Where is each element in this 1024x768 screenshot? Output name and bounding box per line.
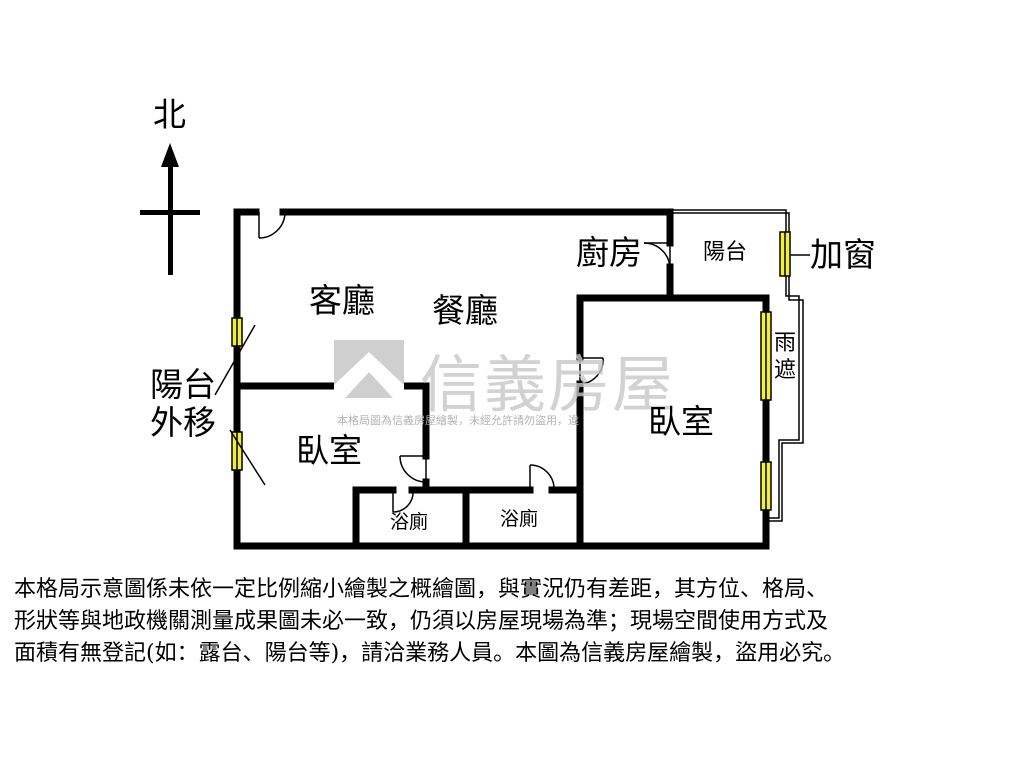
- door-bathroom-right-icon: [529, 464, 555, 491]
- disclaimer: 本格局示意圖係未依一定比例縮小繪製之概繪圖，與實況仍有差距，其方位、格局、 形狀…: [14, 574, 1014, 670]
- label-added-window: 加窗: [810, 235, 876, 274]
- door-bathroom-left-icon: [392, 489, 414, 513]
- door-kitchen-icon: [643, 242, 671, 270]
- door-icons: [258, 211, 671, 513]
- watermark-brand: 信義房屋: [420, 348, 677, 421]
- label-rain-shelter-1: 雨: [774, 331, 797, 356]
- disclaimer-line: 面積有無登記(如：露台、陽台等)，請洽業務人員。本圖為信義房屋繪製，盜用必究。: [14, 641, 846, 666]
- room-label-kitchen: 廚房: [576, 233, 642, 272]
- label-balcony-moved-2: 外移: [150, 403, 216, 442]
- room-label-bathroom-right: 浴廁: [500, 508, 539, 530]
- room-label-dining: 餐廳: [432, 291, 498, 330]
- windows: [231, 231, 791, 511]
- label-rain-shelter-2: 遮: [774, 358, 797, 383]
- room-label-bedroom-right: 臥室: [648, 402, 714, 441]
- door-bedroom-left-icon: [399, 455, 427, 483]
- room-label-bedroom-left: 臥室: [296, 431, 362, 470]
- balcony-outline: [670, 209, 804, 522]
- compass-icon: [140, 143, 200, 275]
- compass-north-label: 北: [153, 95, 186, 134]
- disclaimer-line: 本格局示意圖係未依一定比例縮小繪製之概繪圖，與實況仍有差距，其方位、格局、: [14, 577, 829, 602]
- label-balcony-moved-1: 陽台: [150, 365, 216, 404]
- room-label-bathroom-left: 浴廁: [390, 511, 429, 533]
- door-entrance-icon: [258, 211, 286, 239]
- brand-logo: [334, 340, 404, 398]
- door-bedroom-right-icon: [579, 357, 604, 385]
- room-label-balcony: 陽台: [703, 240, 748, 265]
- disclaimer-line: 形狀等與地政機關測量成果圖未必一致，仍須以房屋現場為準；現場空間使用方式及: [14, 609, 829, 634]
- room-label-living: 客廳: [309, 281, 375, 320]
- watermark-notice: 本格局圖為信義房屋繪製，未經允許請勿盜用，違: [337, 414, 579, 427]
- balcony-moved-marks: [214, 324, 266, 486]
- floor-plan: [140, 143, 810, 550]
